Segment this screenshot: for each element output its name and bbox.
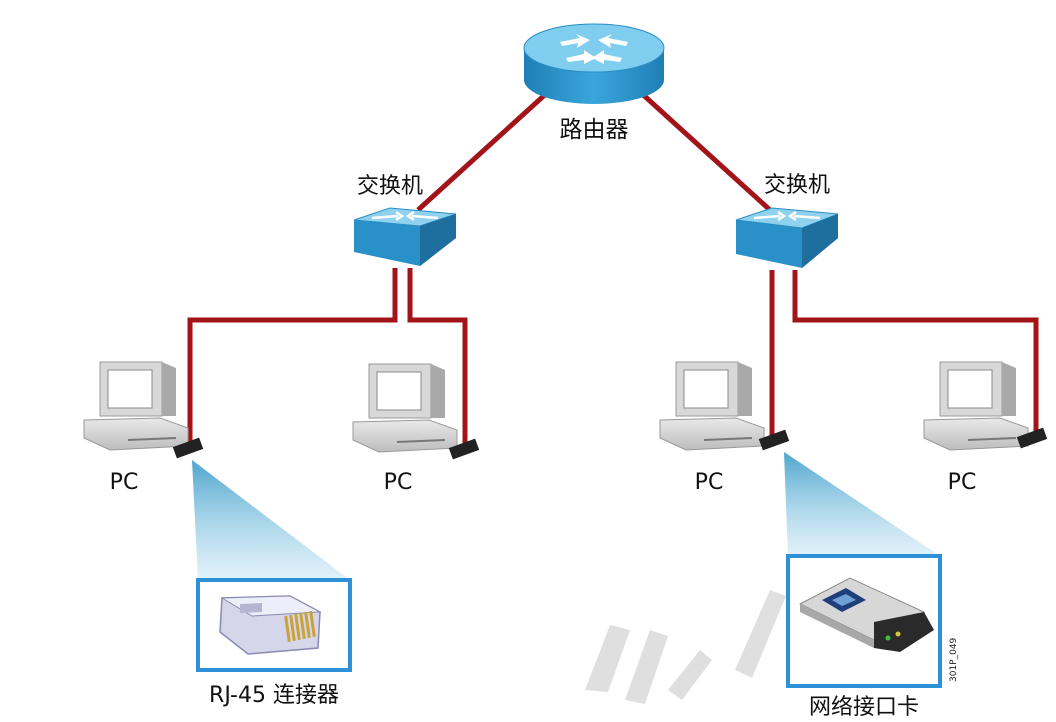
cable-router-switch-left bbox=[416, 90, 550, 212]
switch-left-icon bbox=[353, 207, 457, 266]
watermark bbox=[585, 590, 786, 704]
rj45-plug-pc-3 bbox=[758, 429, 790, 451]
rj45-callout bbox=[196, 578, 352, 672]
pc-2-label: PC bbox=[384, 470, 413, 495]
cables bbox=[187, 90, 1039, 448]
rj45-plug-pc-1 bbox=[172, 437, 204, 459]
pc-1-label: PC bbox=[110, 470, 139, 495]
rj45-plug-pc-2 bbox=[448, 438, 480, 460]
pc-1-icon bbox=[83, 361, 189, 451]
cable-switch-left-pc1 bbox=[187, 268, 398, 448]
nic-callout bbox=[786, 554, 942, 688]
rj45-label: RJ-45 连接器 bbox=[209, 683, 339, 708]
router-icon bbox=[523, 23, 665, 104]
switch-left-label: 交换机 bbox=[357, 174, 423, 199]
switch-right-label: 交换机 bbox=[764, 173, 830, 198]
pc-2-icon bbox=[352, 363, 458, 453]
network-card-icon bbox=[798, 577, 934, 652]
pc-3-label: PC bbox=[695, 470, 724, 495]
nic-callout-beam bbox=[784, 452, 940, 556]
rj45-connector-icon bbox=[219, 595, 322, 655]
cable-switch-left-pc2 bbox=[407, 268, 468, 447]
figure-code: 301P_049 bbox=[949, 637, 959, 682]
rj45-plug-pc-4 bbox=[1016, 427, 1048, 449]
pc-4-icon bbox=[923, 361, 1029, 451]
pc-3-icon bbox=[659, 361, 765, 451]
rj45-callout-beam bbox=[192, 460, 350, 580]
pc-4-label: PC bbox=[948, 470, 977, 495]
switch-right-icon bbox=[735, 207, 839, 268]
nic-label: 网络接口卡 bbox=[809, 695, 919, 720]
cable-switch-right-pc4 bbox=[792, 270, 1039, 437]
cable-router-switch-right bbox=[638, 90, 772, 212]
router-label: 路由器 bbox=[560, 117, 629, 143]
